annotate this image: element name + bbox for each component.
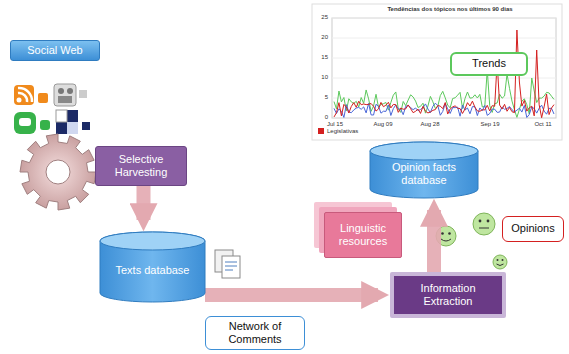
flow-arrow	[427, 210, 441, 272]
legend-entry: Legislativas	[318, 128, 358, 134]
gear-hub	[46, 160, 70, 184]
label-box: Trends	[450, 52, 528, 76]
y-tick: 5	[316, 94, 328, 100]
node-text: Opinion facts database	[376, 161, 472, 187]
resource-stack: Linguistic resources	[324, 212, 402, 258]
gear-outline	[20, 134, 96, 210]
x-tick: Aug 28	[417, 121, 443, 127]
grid-line	[332, 38, 556, 39]
node-text: Trends	[472, 57, 506, 70]
note-box: Network of Comments	[205, 316, 305, 350]
grid-line	[332, 78, 556, 79]
database-cylinder: Opinion facts database	[370, 142, 478, 198]
source-box: Social Web	[10, 40, 100, 61]
trend-chart	[312, 4, 562, 140]
process-box: Selective Harvesting	[95, 146, 187, 186]
trend-line	[334, 30, 554, 118]
smiley-faces	[436, 213, 507, 269]
process-box: Information Extraction	[390, 272, 506, 318]
legend-text: Legislativas	[327, 128, 358, 134]
node-text: Information Extraction	[400, 282, 496, 308]
y-tick: 10	[316, 74, 328, 80]
y-tick: 15	[316, 54, 328, 60]
social-icons	[14, 84, 90, 134]
grid-line	[332, 98, 556, 99]
x-tick: Oct 11	[530, 121, 556, 127]
harvesting-gear	[20, 134, 96, 210]
node-text: Opinions	[511, 222, 554, 235]
node-text: Texts database	[116, 264, 190, 277]
x-tick: Jul 15	[322, 121, 348, 127]
flow-arrow	[205, 288, 378, 302]
y-tick: 20	[316, 34, 328, 40]
node-text: Network of Comments	[212, 320, 298, 346]
label-box: Opinions	[502, 216, 564, 242]
x-tick: Aug 09	[370, 121, 396, 127]
flow-arrow	[137, 186, 151, 220]
grid-line	[332, 18, 556, 19]
y-tick: 25	[316, 14, 328, 20]
database-cylinder: Texts database	[100, 232, 205, 302]
node-text: Selective Harvesting	[102, 153, 180, 179]
document-icon	[215, 250, 240, 278]
y-tick: 0	[316, 114, 328, 120]
x-tick: Sep 19	[477, 121, 503, 127]
node-text: Social Web	[27, 44, 82, 57]
legend-swatch	[318, 128, 324, 134]
node-text: Linguistic resources	[331, 222, 395, 248]
chart-title: Tendências dos tópicos nos últimos 90 di…	[350, 6, 550, 12]
